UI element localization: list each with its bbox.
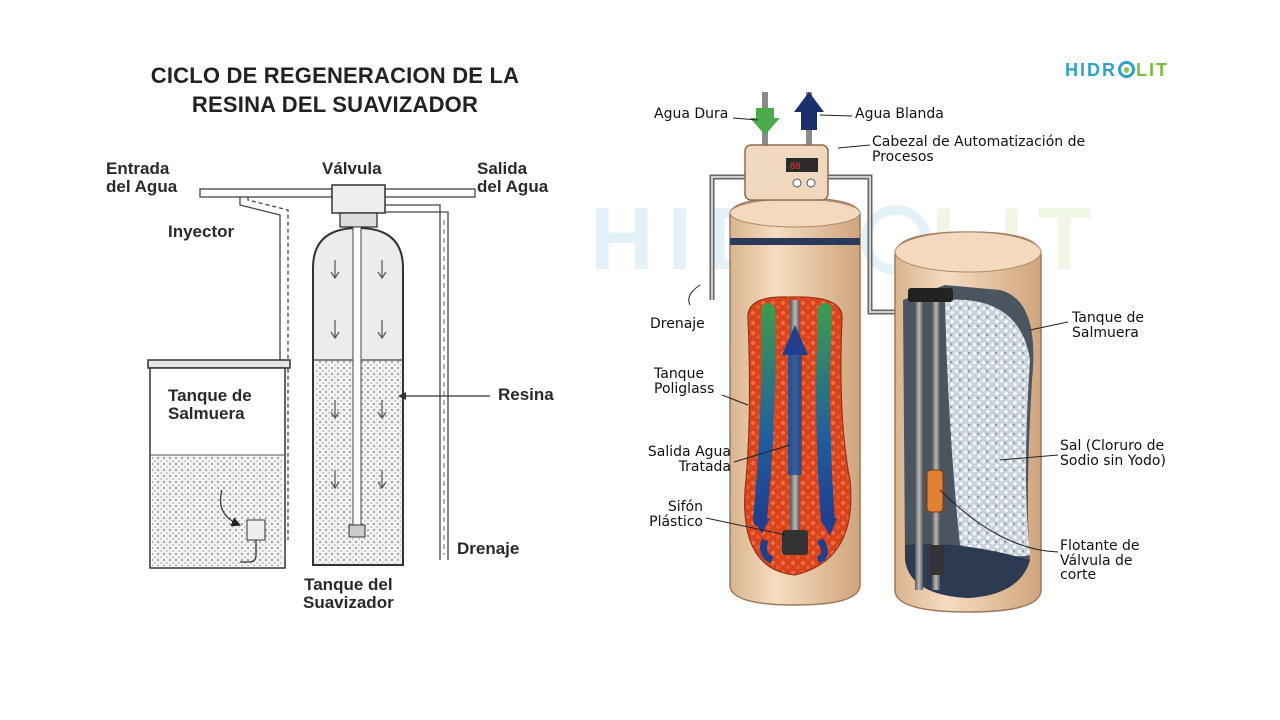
label-agua-blanda: Agua Blanda <box>855 106 944 122</box>
inlet-pipe <box>199 188 333 198</box>
label-tanque-suavizador: Tanque del Suavizador <box>303 575 394 612</box>
label-tanque-poliglass: Tanque Poliglass <box>654 366 715 397</box>
label-drenaje-left: Drenaje <box>457 539 520 558</box>
label-entrada: Entrada del Agua <box>106 159 178 196</box>
label-sal: Sal (Cloruro de Sodio sin Yodo) <box>1060 438 1166 469</box>
label-flotante: Flotante de Válvula de corte <box>1060 538 1140 584</box>
title-line-2: RESINA DEL SUAVIZADOR <box>191 91 479 117</box>
label-agua-dura: Agua Dura <box>654 106 729 122</box>
left-diagram <box>147 184 490 569</box>
label-salida-agua-tratada: Salida Agua Tratada <box>647 444 731 475</box>
label-sifon-plastico: Sifón Plástico <box>649 499 703 530</box>
label-valvula: Válvula <box>322 159 382 178</box>
right-diagram: 88 <box>688 92 1069 613</box>
salt <box>945 299 1030 557</box>
label-cabezal: Cabezal de Automatización de Procesos <box>872 134 1086 165</box>
label-tanque-salmuera-right: Tanque de Salmuera <box>1072 310 1145 341</box>
label-tanque-salmuera-left: Tanque de Salmuera <box>168 386 252 423</box>
label-drenaje-right: Drenaje <box>650 316 705 332</box>
label-resina: Resina <box>498 385 554 404</box>
outlet-pipe <box>384 188 476 198</box>
label-inyector: Inyector <box>168 222 235 241</box>
valve-body <box>331 184 386 214</box>
float <box>926 469 944 513</box>
label-salida: Salida del Agua <box>477 159 549 196</box>
arrow-agua-dura <box>750 108 780 135</box>
title-line-1: CICLO DE REGENERACION DE LA <box>150 63 520 88</box>
left-diagram-title: CICLO DE REGENERACION DE LA RESINA DEL S… <box>105 62 565 119</box>
arrow-agua-blanda <box>794 92 824 130</box>
svg-text:88: 88 <box>790 162 801 172</box>
logo-o-icon <box>1118 61 1135 78</box>
control-head <box>744 144 829 201</box>
